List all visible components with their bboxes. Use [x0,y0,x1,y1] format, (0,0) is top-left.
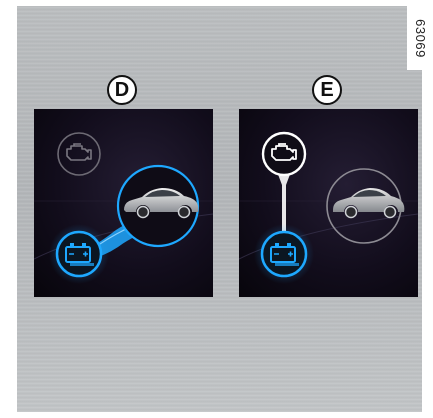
panel-d-graphic [34,109,213,297]
car-icon [327,169,404,243]
engine-icon [58,133,100,175]
battery-icon [49,224,109,284]
display-panel-d [34,109,213,297]
reference-number: 63069 [413,19,428,58]
label-badge-e: E [312,75,342,105]
label-badge-d: D [107,75,137,105]
reference-number-wrapper: 63069 [407,6,433,70]
engine-icon [263,133,305,175]
panel-e-graphic [239,109,418,297]
car-icon [118,166,198,246]
display-panel-e [239,109,418,297]
battery-icon [254,224,314,284]
